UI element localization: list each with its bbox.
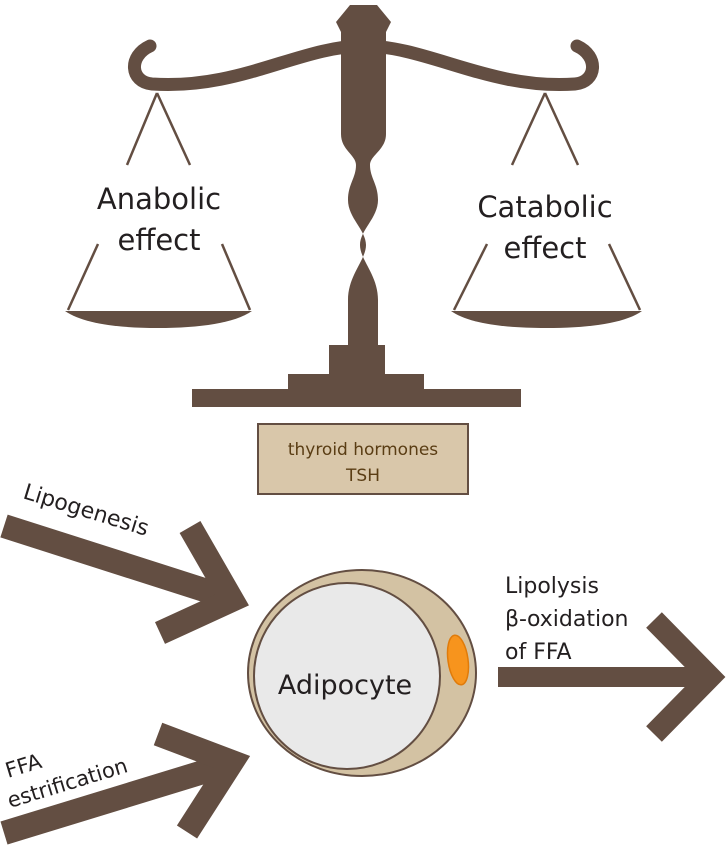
lipolysis-label-line-2: β-oxidation bbox=[505, 607, 628, 632]
left-pan-string bbox=[220, 243, 252, 311]
adipocyte-label: Adipocyte bbox=[278, 670, 412, 701]
lipolysis-label-line-1: Lipolysis bbox=[505, 574, 599, 599]
ffa-estrification-arrow-shaft bbox=[0, 753, 230, 845]
lipolysis-label-line-3: of FFA bbox=[505, 640, 572, 665]
right-pan-label-line-2: effect bbox=[504, 231, 587, 265]
scale-column bbox=[336, 5, 391, 348]
right-pan-string bbox=[607, 243, 642, 311]
right-pan bbox=[451, 311, 642, 328]
left-pan-string bbox=[125, 92, 159, 166]
right-pan-string bbox=[543, 92, 580, 166]
lipolysis-arrow: Lipolysis β-oxidation of FFA bbox=[498, 574, 726, 742]
right-pan-label-line-1: Catabolic bbox=[477, 190, 612, 224]
regulators-box-line-1: thyroid hormones bbox=[288, 440, 438, 460]
lipogenesis-arrow-shaft bbox=[0, 514, 230, 609]
scale-base-step-middle bbox=[288, 374, 424, 390]
left-pan bbox=[65, 311, 252, 328]
right-pan-string bbox=[510, 92, 547, 166]
nucleus bbox=[446, 634, 470, 686]
regulators-box-frame bbox=[257, 423, 469, 495]
regulators-box-line-2: TSH bbox=[345, 466, 380, 486]
right-pan-string bbox=[452, 243, 489, 311]
left-pan-label-line-1: Anabolic bbox=[97, 182, 221, 216]
left-pan-string bbox=[66, 243, 100, 311]
lipid-droplet bbox=[253, 582, 441, 770]
regulators-box: thyroid hormones TSH bbox=[257, 423, 469, 495]
lipolysis-arrow-head bbox=[646, 612, 726, 742]
left-pan-string bbox=[155, 92, 192, 166]
ffa-label: FFA bbox=[2, 749, 45, 783]
balance-scale: Anabolic effect Catabolic effect bbox=[65, 5, 642, 407]
lipogenesis-arrow-head bbox=[155, 521, 249, 644]
ffa-estrification-arrow-head bbox=[153, 722, 251, 839]
ffa-estrification-arrow: FFA estrification bbox=[0, 722, 251, 845]
adipocyte-cell: Adipocyte bbox=[247, 569, 477, 777]
left-pan-label-line-2: effect bbox=[118, 223, 201, 257]
scale-base-plate bbox=[192, 389, 521, 407]
scale-base-step-top bbox=[329, 345, 385, 375]
lipogenesis-arrow: Lipogenesis bbox=[0, 480, 249, 644]
